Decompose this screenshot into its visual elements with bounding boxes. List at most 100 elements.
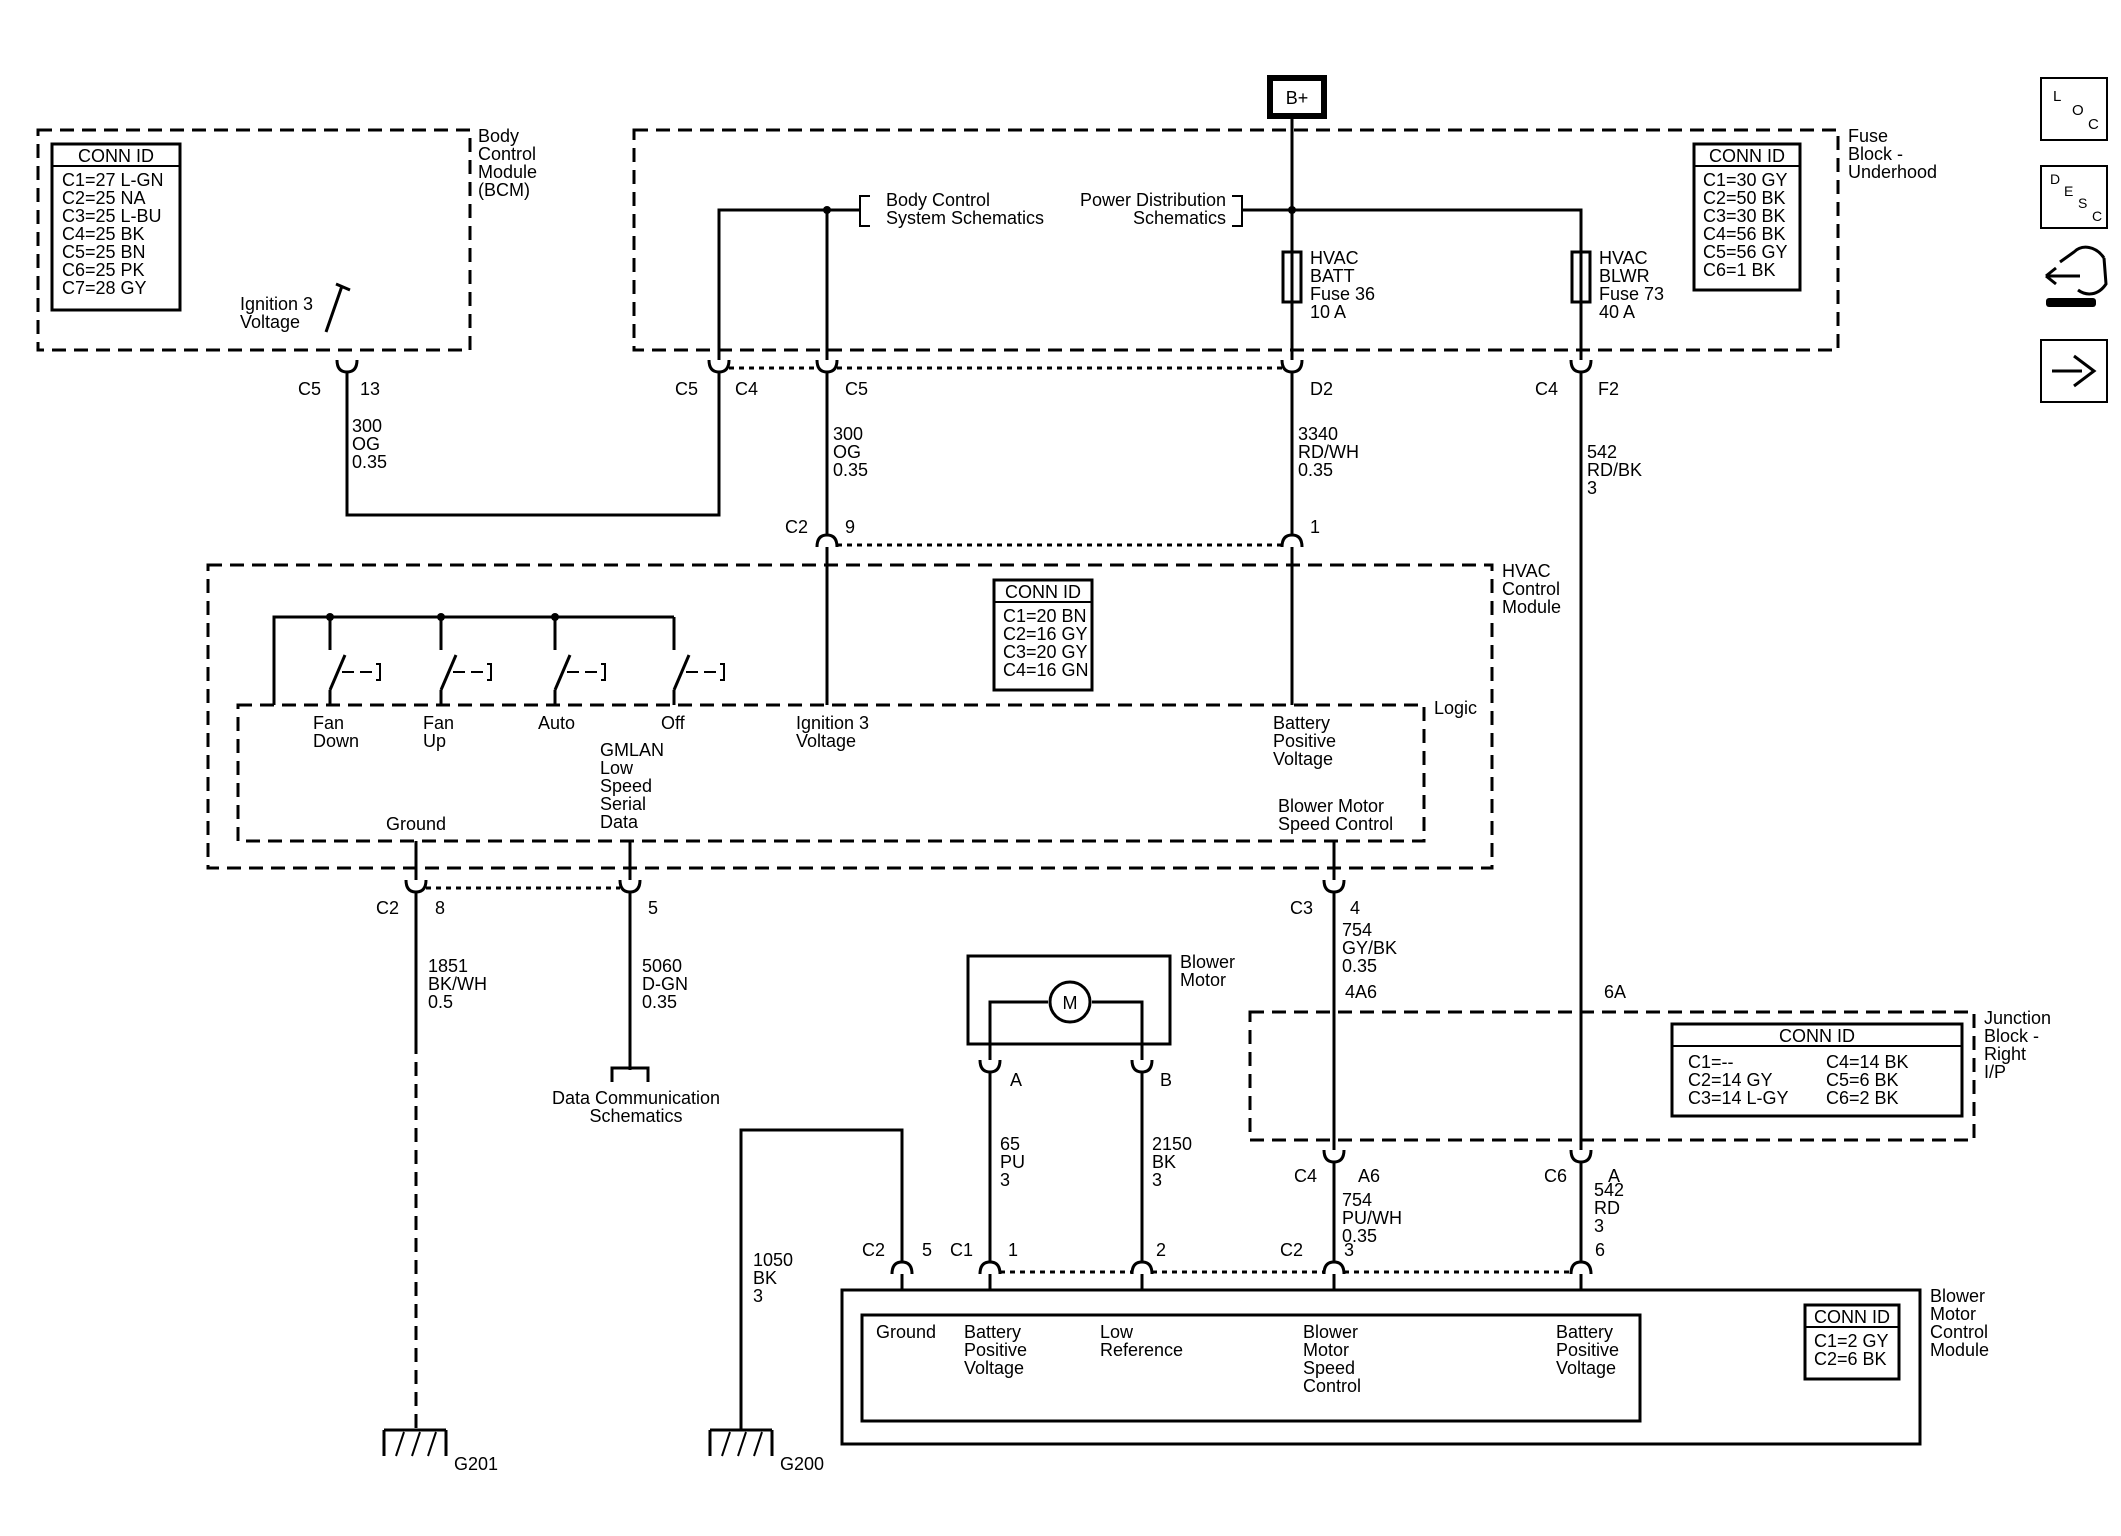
- svg-text:9: 9: [845, 517, 855, 537]
- svg-text:3: 3: [1000, 1170, 1010, 1190]
- svg-text:CONN ID: CONN ID: [1814, 1307, 1890, 1327]
- svg-text:40 A: 40 A: [1599, 302, 1635, 322]
- svg-text:Speed: Speed: [1303, 1358, 1355, 1378]
- svg-text:Voltage: Voltage: [1556, 1358, 1616, 1378]
- svg-text:Schematics: Schematics: [1133, 208, 1226, 228]
- svg-text:C5=56 GY: C5=56 GY: [1703, 242, 1788, 262]
- svg-text:C6=1 BK: C6=1 BK: [1703, 260, 1776, 280]
- svg-text:3: 3: [1594, 1216, 1604, 1236]
- svg-text:Positive: Positive: [1273, 731, 1336, 751]
- svg-text:D: D: [2050, 171, 2060, 187]
- svg-text:E: E: [2064, 183, 2073, 199]
- svg-text:542: 542: [1587, 442, 1617, 462]
- svg-text:C4: C4: [1535, 379, 1558, 399]
- svg-text:1851: 1851: [428, 956, 468, 976]
- svg-text:Control: Control: [1303, 1376, 1361, 1396]
- svg-text:Battery: Battery: [1556, 1322, 1613, 1342]
- svg-text:C6=25 PK: C6=25 PK: [62, 260, 145, 280]
- svg-text:C5: C5: [675, 379, 698, 399]
- svg-text:1: 1: [1310, 517, 1320, 537]
- loc-button[interactable]: L O C: [2040, 77, 2108, 141]
- svg-text:Logic: Logic: [1434, 698, 1477, 718]
- svg-text:Voltage: Voltage: [796, 731, 856, 751]
- fuse-block-conn-table: CONN ID C1=30 GY C2=50 BK C3=30 BK C4=56…: [1692, 142, 1802, 292]
- b-plus-terminal: B+: [1267, 75, 1327, 119]
- blower-motor-control-module: Blower Motor Control Module CONN ID C1=2…: [840, 1286, 1989, 1446]
- nav-icons: L O C D E S C: [2040, 77, 2108, 403]
- svg-text:A: A: [1010, 1070, 1022, 1090]
- svg-text:0.5: 0.5: [428, 992, 453, 1012]
- svg-text:C7=28 GY: C7=28 GY: [62, 278, 147, 298]
- svg-text:0.35: 0.35: [642, 992, 677, 1012]
- svg-text:RD: RD: [1594, 1198, 1620, 1218]
- svg-text:0.35: 0.35: [1342, 956, 1377, 976]
- svg-text:6: 6: [1595, 1240, 1605, 1260]
- svg-text:754: 754: [1342, 920, 1372, 940]
- svg-text:GMLAN: GMLAN: [600, 740, 664, 760]
- svg-text:C2=14 GY: C2=14 GY: [1688, 1070, 1773, 1090]
- svg-text:C3=20 GY: C3=20 GY: [1003, 642, 1088, 662]
- auto-switch: [553, 617, 606, 705]
- svg-text:C4=16 GN: C4=16 GN: [1003, 660, 1089, 680]
- svg-text:M: M: [1063, 993, 1078, 1013]
- svg-text:C1=20 BN: C1=20 BN: [1003, 606, 1087, 626]
- svg-text:C6: C6: [1544, 1166, 1567, 1186]
- svg-text:2150: 2150: [1152, 1134, 1192, 1154]
- blower-motor: Blower Motor M A B: [966, 952, 1235, 1090]
- desc-button[interactable]: D E S C: [2040, 165, 2108, 229]
- svg-text:A: A: [1608, 1166, 1620, 1186]
- svg-text:Positive: Positive: [964, 1340, 1027, 1360]
- svg-text:Fuse: Fuse: [1848, 126, 1888, 146]
- svg-text:I/P: I/P: [1984, 1062, 2006, 1082]
- svg-text:Low: Low: [1100, 1322, 1134, 1342]
- svg-text:Battery: Battery: [1273, 713, 1330, 733]
- svg-text:Fan: Fan: [423, 713, 454, 733]
- svg-text:Battery: Battery: [964, 1322, 1021, 1342]
- svg-text:0.35: 0.35: [1298, 460, 1333, 480]
- svg-text:C2=6 BK: C2=6 BK: [1814, 1349, 1887, 1369]
- svg-text:Speed Control: Speed Control: [1278, 814, 1393, 834]
- svg-text:C4=14 BK: C4=14 BK: [1826, 1052, 1909, 1072]
- svg-text:C2: C2: [862, 1240, 885, 1260]
- svg-text:Low: Low: [600, 758, 634, 778]
- svg-text:2: 2: [1156, 1240, 1166, 1260]
- svg-text:5: 5: [922, 1240, 932, 1260]
- svg-text:RD/BK: RD/BK: [1587, 460, 1642, 480]
- svg-text:C4: C4: [735, 379, 758, 399]
- hvac-control-module: HVAC Control Module CONN ID C1=20 BN C2=…: [206, 547, 1561, 880]
- svg-text:13: 13: [360, 379, 380, 399]
- svg-text:6A: 6A: [1604, 982, 1626, 1002]
- arrow-right-icon[interactable]: [2040, 339, 2108, 403]
- svg-text:Motor: Motor: [1180, 970, 1226, 990]
- svg-text:CONN ID: CONN ID: [78, 146, 154, 166]
- svg-text:System Schematics: System Schematics: [886, 208, 1044, 228]
- svg-text:C2=50 BK: C2=50 BK: [1703, 188, 1786, 208]
- svg-text:C5=6 BK: C5=6 BK: [1826, 1070, 1899, 1090]
- svg-text:HVAC: HVAC: [1310, 248, 1359, 268]
- svg-text:Control: Control: [1930, 1322, 1988, 1342]
- svg-text:B+: B+: [1286, 88, 1309, 108]
- svg-text:3: 3: [753, 1286, 763, 1306]
- svg-text:3: 3: [1152, 1170, 1162, 1190]
- svg-text:C4=25 BK: C4=25 BK: [62, 224, 145, 244]
- svg-text:Auto: Auto: [538, 713, 575, 733]
- svg-text:Blower: Blower: [1303, 1322, 1358, 1342]
- svg-text:Control: Control: [478, 144, 536, 164]
- svg-text:CONN ID: CONN ID: [1779, 1026, 1855, 1046]
- svg-text:O: O: [2072, 102, 2084, 119]
- svg-text:Up: Up: [423, 731, 446, 751]
- connector-tool-icon[interactable]: [2045, 245, 2108, 307]
- svg-text:C3: C3: [1290, 898, 1313, 918]
- svg-text:C2: C2: [785, 517, 808, 537]
- svg-text:3340: 3340: [1298, 424, 1338, 444]
- svg-text:8: 8: [435, 898, 445, 918]
- svg-text:(BCM): (BCM): [478, 180, 530, 200]
- svg-text:C2=16 GY: C2=16 GY: [1003, 624, 1088, 644]
- svg-text:Block -: Block -: [1984, 1026, 2039, 1046]
- svg-text:C1: C1: [950, 1240, 973, 1260]
- svg-text:C2=25 NA: C2=25 NA: [62, 188, 146, 208]
- fan-up-switch: [439, 617, 492, 705]
- svg-text:L: L: [2053, 88, 2061, 105]
- svg-text:S: S: [2078, 195, 2087, 211]
